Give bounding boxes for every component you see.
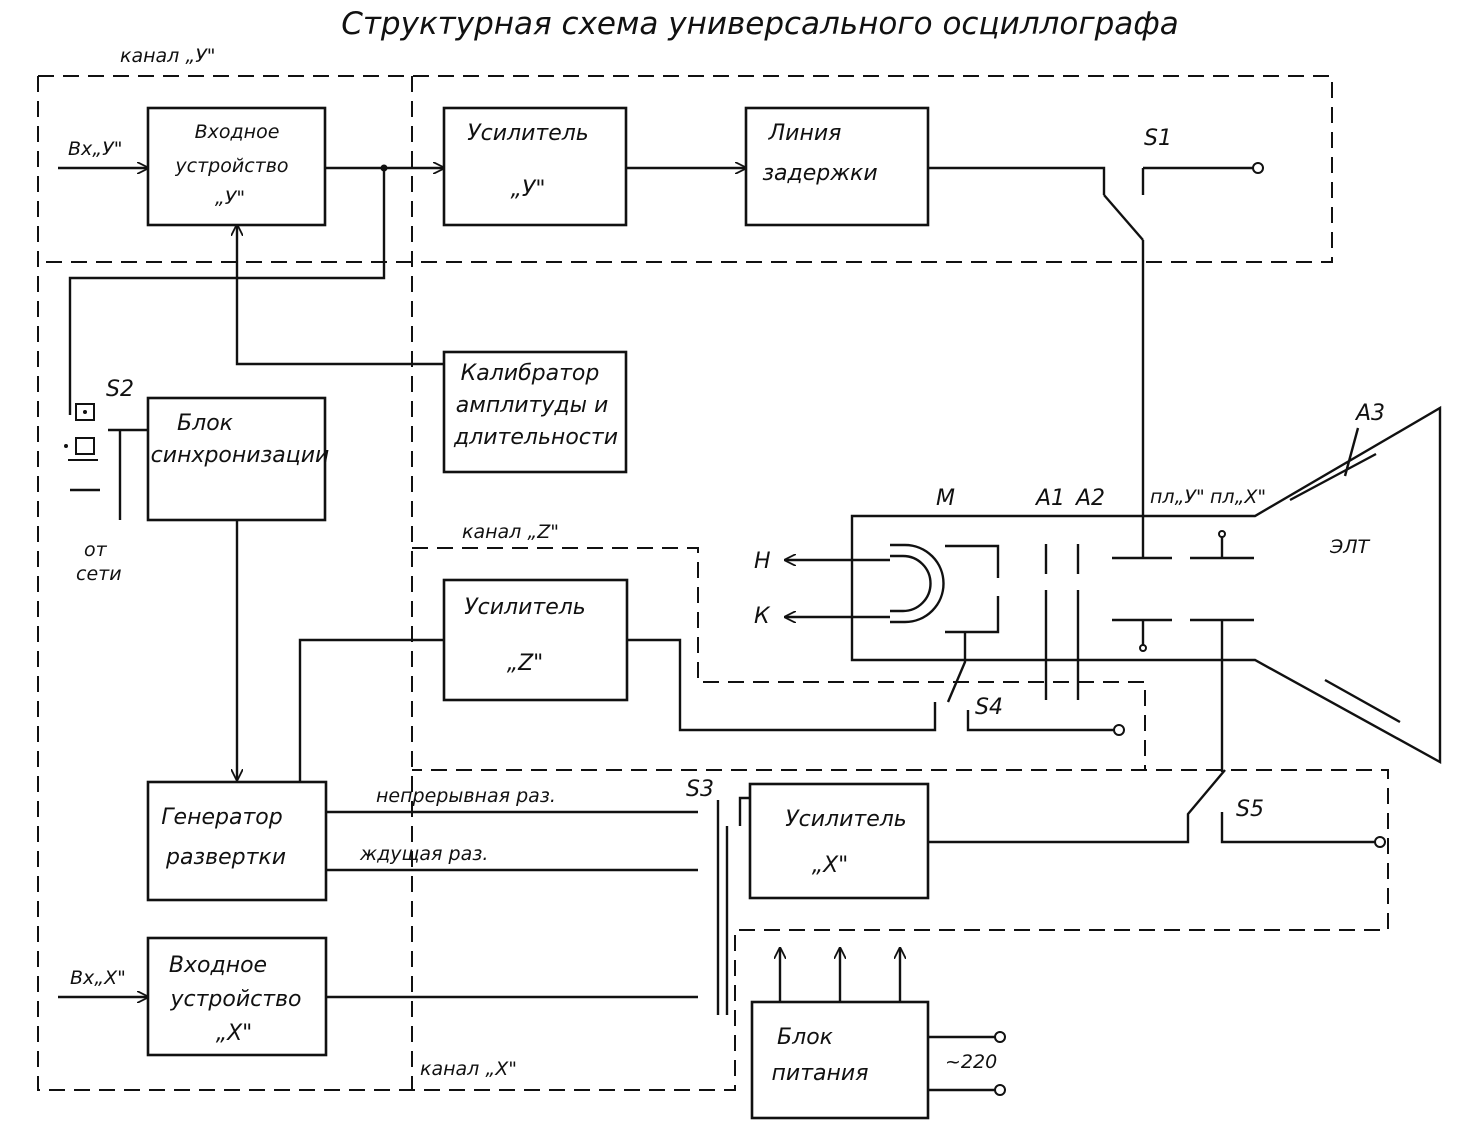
crt-label: ЭЛТ (1329, 536, 1371, 558)
heater-label: Н (754, 549, 771, 574)
svg-text:S4: S4 (975, 695, 1003, 720)
channel-x-label: канал „X" (420, 1058, 517, 1080)
power-supply-block: Блок питания (750, 1000, 930, 1120)
calibrator-block: Калибратор амплитуды и длительности (442, 350, 628, 474)
plates-y-label: пл„У" (1150, 486, 1205, 508)
svg-text:S5: S5 (1236, 797, 1264, 822)
sweep-generator-block: Генератор развертки (146, 780, 328, 902)
svg-text:питания: питания (772, 1061, 869, 1086)
switch-s5: S5 (1236, 797, 1386, 848)
svg-text:„У": „У" (511, 177, 546, 202)
svg-text:амплитуды и: амплитуды и (456, 393, 609, 418)
continuous-sweep-label: непрерывная раз. (376, 785, 556, 807)
svg-text:S3: S3 (686, 777, 714, 802)
svg-text:Входное: Входное (169, 953, 267, 978)
s4-terminal (1113, 724, 1125, 736)
input-device-x-block: Входное устройство „X" (146, 936, 328, 1057)
svg-text:Входное: Входное (195, 121, 280, 143)
channel-z-boundary (412, 547, 1146, 770)
channel-x-boundary (37, 76, 1389, 1091)
input-y-label: Вх„У" (68, 138, 122, 160)
waiting-sweep-label: ждущая раз. (359, 843, 488, 865)
svg-text:устройство: устройство (174, 155, 288, 177)
svg-text:развертки: развертки (165, 845, 286, 870)
mains-terminal-2 (994, 1084, 1006, 1096)
svg-text:устройство: устройство (170, 987, 302, 1012)
svg-text:Генератор: Генератор (161, 805, 282, 830)
svg-text:Усилитель: Усилитель (785, 807, 907, 832)
amplifier-y-block: Усилитель „У" (442, 106, 628, 227)
switch-s2: S2 (64, 377, 134, 461)
from-mains-label-2: сети (76, 563, 122, 585)
channel-z-label: канал „Z" (462, 521, 559, 543)
svg-text:Блок: Блок (177, 411, 234, 436)
svg-text:„X": „X" (216, 1021, 253, 1046)
svg-text:синхронизации: синхронизации (151, 443, 330, 468)
sync-block: Блок синхронизации (146, 396, 330, 522)
modulator-label: М (936, 486, 955, 511)
channel-y-label: канал „У" (120, 45, 216, 67)
svg-text:Усилитель: Усилитель (464, 595, 586, 620)
svg-text:Калибратор: Калибратор (461, 361, 600, 386)
svg-text:„У": „У" (215, 187, 245, 209)
plates-x-label: пл„X" (1210, 486, 1266, 508)
anode-a1-label: А1 (1034, 486, 1065, 511)
svg-text:Блок: Блок (777, 1025, 834, 1050)
input-x-label: Вх„X" (70, 967, 126, 989)
anode-a3-label: А3 (1354, 401, 1385, 426)
input-device-y-block: Входное устройство „У" (146, 106, 327, 227)
svg-text:Линия: Линия (768, 121, 842, 146)
delay-line-block: Линия задержки (744, 106, 930, 227)
from-mains-label: от (84, 539, 108, 561)
cathode-label: К (754, 604, 771, 629)
channel-y-boundary (38, 75, 1333, 1090)
svg-text:задержки: задержки (762, 161, 877, 186)
crt-tube (785, 405, 1442, 765)
svg-text:S1: S1 (1144, 126, 1172, 151)
switch-s1: S1 (1103, 126, 1264, 241)
svg-text:длительности: длительности (453, 425, 618, 450)
amplifier-z-block: Усилитель „Z" (442, 578, 629, 702)
anode-a2-label: А2 (1074, 486, 1105, 511)
connection-lines (58, 165, 1375, 1092)
mains-terminal-1 (994, 1031, 1006, 1043)
switch-s3: S3 (686, 777, 714, 802)
svg-text:„Z": „Z" (507, 651, 544, 676)
svg-text:S2: S2 (106, 377, 134, 402)
mains-voltage-label: ~220 (945, 1051, 997, 1073)
diagram-title: Структурная схема универсального осцилло… (341, 6, 1179, 42)
switch-s4: S4 (975, 695, 1003, 720)
amplifier-x-block: Усилитель „X" (748, 782, 930, 900)
svg-text:Усилитель: Усилитель (467, 121, 589, 146)
svg-text:„X": „X" (812, 853, 849, 878)
